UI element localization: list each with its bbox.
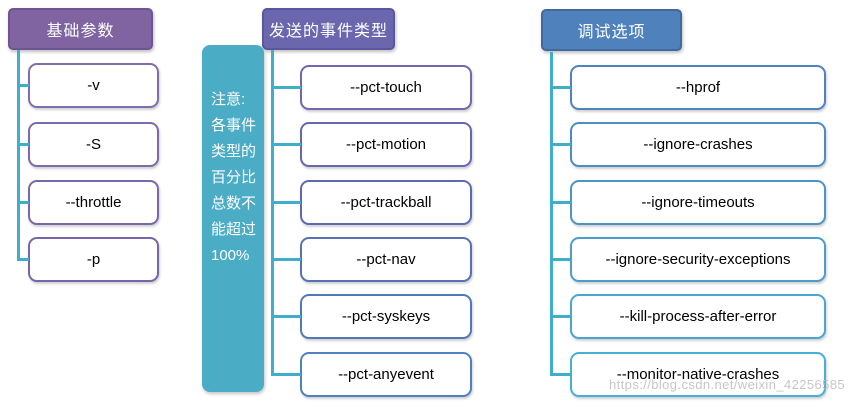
param-item: --pct-touch (271, 65, 472, 110)
header-basic-params: 基础参数 (8, 8, 153, 50)
connector-stub (271, 86, 301, 89)
connector-stub (550, 315, 571, 318)
param-label: --hprof (675, 79, 721, 96)
connector-stub (17, 258, 29, 261)
connector-stub (271, 143, 301, 146)
connector-line (550, 52, 553, 375)
param-item: --ignore-timeouts (550, 180, 826, 225)
connector-stub (550, 258, 571, 261)
param-label: -v (87, 77, 100, 94)
connector-stub (550, 201, 571, 204)
param-label: -p (86, 251, 101, 268)
param-label: --pct-trackball (340, 194, 432, 211)
param-label: --pct-nav (356, 251, 416, 268)
connector-stub (271, 201, 301, 204)
param-label: --throttle (65, 194, 122, 211)
param-label: --monitor-native-crashes (616, 366, 780, 383)
param-item: --hprof (550, 65, 826, 110)
param-item: --pct-nav (271, 237, 472, 282)
param-label: --ignore-crashes (643, 136, 753, 153)
connector-stub (550, 86, 571, 89)
connector-stub (17, 201, 29, 204)
param-item: -S (17, 122, 159, 167)
connector-stub (271, 258, 301, 261)
param-label: --kill-process-after-error (619, 308, 777, 325)
param-item: --kill-process-after-error (550, 294, 826, 339)
header-event-types: 发送的事件类型 (262, 8, 395, 50)
param-label: -S (86, 136, 101, 153)
connector-stub (17, 84, 29, 87)
param-item: -v (17, 63, 159, 108)
param-item: --pct-trackball (271, 180, 472, 225)
param-label: --pct-anyevent (338, 366, 434, 383)
param-item: --ignore-security-exceptions (550, 237, 826, 282)
connector-stub (271, 373, 301, 376)
connector-stub (550, 143, 571, 146)
connector-stub (271, 315, 301, 318)
param-label: --pct-syskeys (341, 308, 431, 325)
param-label: --ignore-security-exceptions (605, 251, 791, 268)
param-item: --pct-syskeys (271, 294, 472, 339)
param-item: --pct-anyevent (271, 352, 472, 397)
param-item: -p (17, 237, 159, 282)
param-label: --pct-motion (345, 136, 427, 153)
connector-stub (550, 373, 571, 376)
connector-line (17, 50, 20, 260)
note-box: 注意: 各事件类型的百分比总数不能超过100% (202, 45, 264, 392)
connector-stub (17, 143, 29, 146)
param-label: --ignore-timeouts (641, 194, 755, 211)
connector-line (271, 50, 274, 375)
param-item: --monitor-native-crashes (550, 352, 826, 397)
header-debug-options: 调试选项 (541, 9, 682, 51)
param-item: --pct-motion (271, 122, 472, 167)
param-label: --pct-touch (350, 79, 422, 96)
param-item: --ignore-crashes (550, 122, 826, 167)
param-item: --throttle (17, 180, 159, 225)
